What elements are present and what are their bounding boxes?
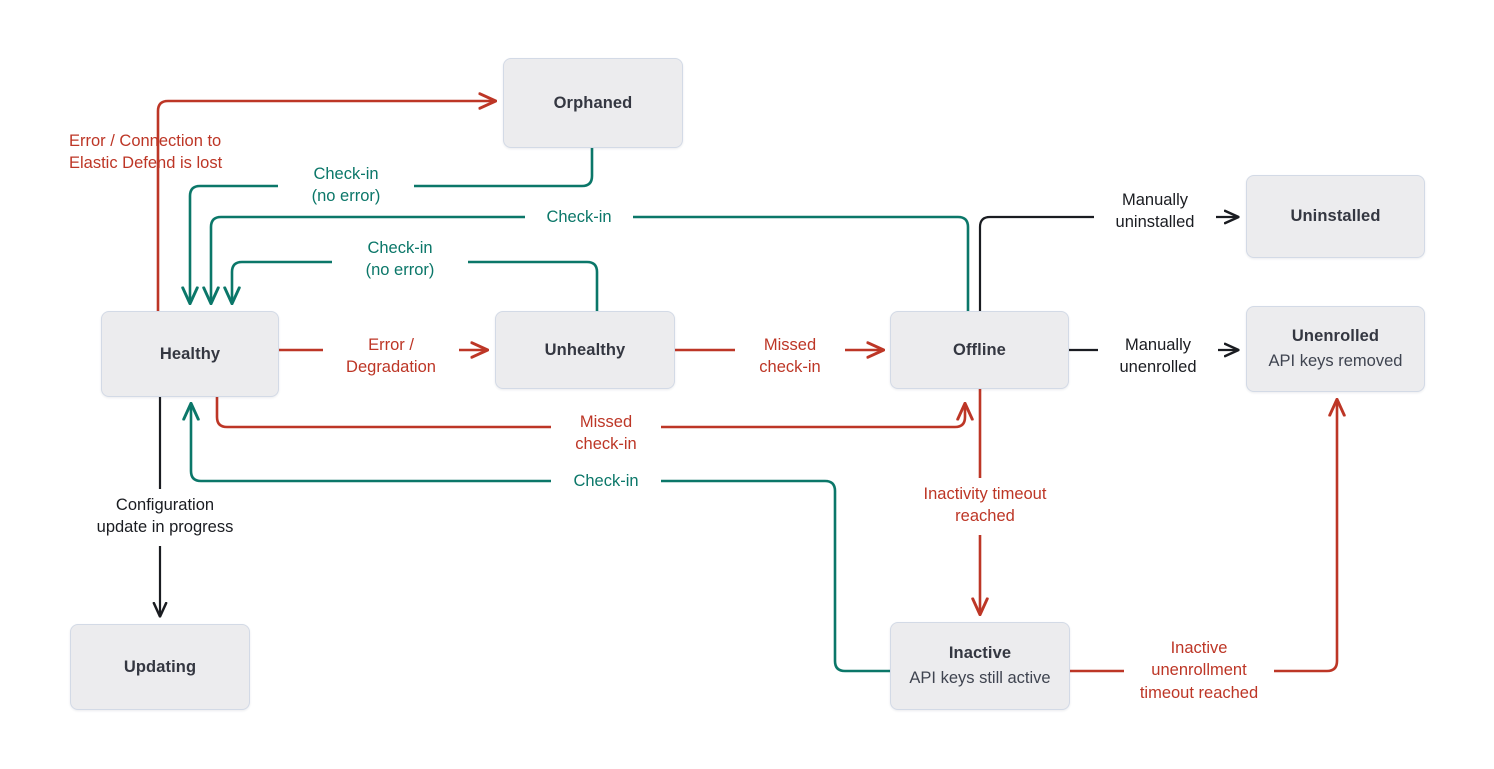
label-checkin-inactive: Check-in: [551, 470, 661, 493]
node-healthy-title: Healthy: [159, 344, 221, 363]
edge-healthy-to-orphaned: [156, 101, 495, 311]
node-unenrolled-subtitle: API keys removed: [1268, 351, 1403, 370]
label-inactive-unenrollment: Inactive unenrollment timeout reached: [1124, 637, 1274, 705]
label-error-connection-lost: Error / Connection to Elastic Defend is …: [69, 132, 223, 173]
node-orphaned[interactable]: Orphaned: [503, 58, 683, 148]
node-inactive-title: Inactive: [948, 643, 1012, 662]
node-offline-title: Offline: [953, 340, 1006, 359]
node-unenrolled[interactable]: Unenrolled API keys removed: [1246, 306, 1425, 392]
node-updating-title: Updating: [123, 657, 197, 676]
node-offline[interactable]: Offline: [890, 311, 1069, 389]
edge-healthy-to-offline-b: [650, 404, 965, 429]
node-unhealthy-title: Unhealthy: [544, 340, 626, 359]
label-checkin-offline: Check-in: [525, 206, 633, 229]
label-configuration-update: Configuration update in progress: [68, 494, 262, 539]
edge-inactive-to-healthy-a: [650, 479, 890, 673]
label-missed-checkin-unhealthy: Missed check-in: [735, 334, 845, 379]
node-updating[interactable]: Updating: [70, 624, 250, 710]
label-error-degradation: Error / Degradation: [323, 334, 459, 379]
label-missed-checkin-healthy: Missed check-in: [551, 411, 661, 456]
label-manually-unenrolled: Manually unenrolled: [1098, 334, 1218, 379]
node-healthy[interactable]: Healthy: [101, 311, 279, 397]
node-uninstalled[interactable]: Uninstalled: [1246, 175, 1425, 258]
edge-offline-to-healthy: [211, 215, 970, 311]
label-inactivity-timeout: Inactivity timeout reached: [890, 483, 1080, 528]
label-checkin-no-error-top: Check-in (no error): [278, 163, 414, 208]
edge-inactive-to-healthy-b: [191, 404, 551, 483]
node-unhealthy[interactable]: Unhealthy: [495, 311, 675, 389]
node-orphaned-title: Orphaned: [553, 93, 633, 112]
edge-offline-to-uninstalled-a: [978, 215, 1096, 311]
label-checkin-no-error-mid: Check-in (no error): [332, 237, 468, 282]
edge-healthy-to-offline-a: [215, 396, 552, 429]
node-inactive-subtitle: API keys still active: [909, 668, 1051, 687]
edge-inactive-to-unenrolled-b: [1262, 400, 1337, 673]
node-uninstalled-title: Uninstalled: [1290, 207, 1381, 226]
node-inactive[interactable]: Inactive API keys still active: [890, 622, 1070, 710]
node-unenrolled-title: Unenrolled: [1291, 326, 1380, 345]
label-manually-uninstalled: Manually uninstalled: [1094, 189, 1216, 234]
